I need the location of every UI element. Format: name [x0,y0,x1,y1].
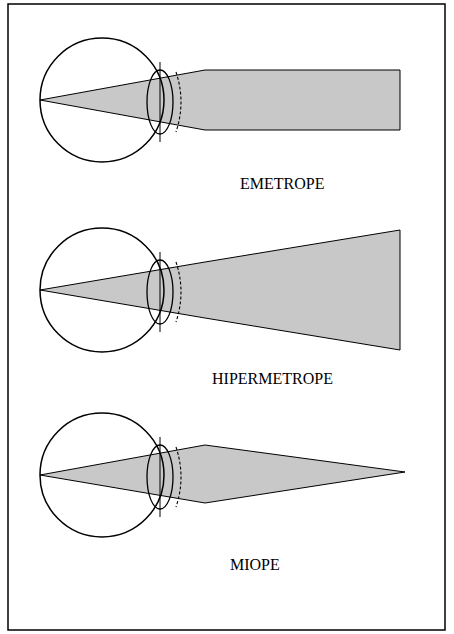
eye-type-label: MIOPE [230,556,280,574]
eye-type-label: HIPERMETROPE [212,370,333,388]
frame [8,4,445,630]
eye-type-label: EMETROPE [240,175,324,193]
myopic-eye [40,413,405,537]
hyperopic-eye [40,228,400,352]
emmetropic-eye [40,38,400,162]
